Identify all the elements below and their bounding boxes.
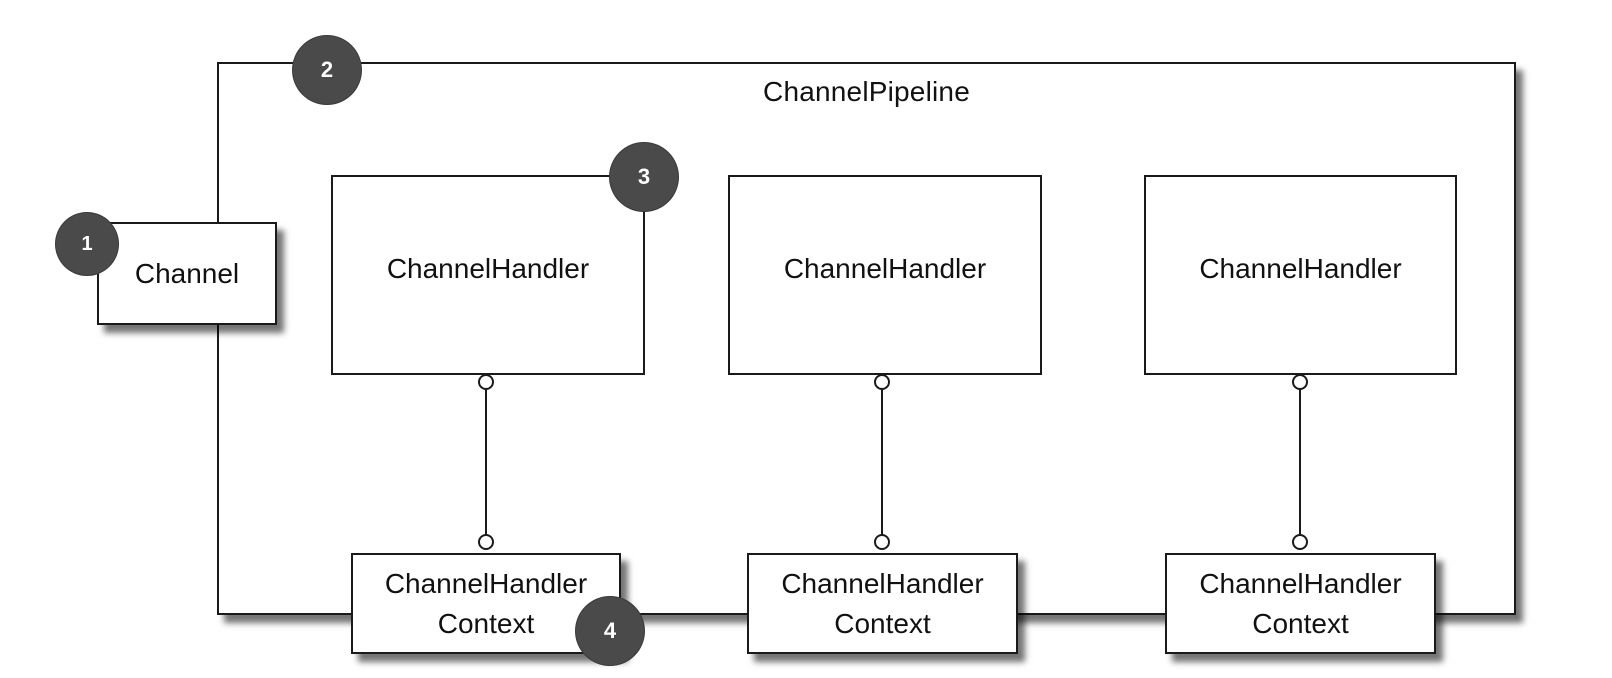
- channel-label: Channel: [134, 257, 240, 289]
- context-line2-3: Context: [1252, 607, 1349, 639]
- context-line1-3: ChannelHandler: [1199, 567, 1402, 599]
- badge-1-label: 1: [81, 232, 93, 255]
- context-line1-2: ChannelHandler: [781, 567, 984, 599]
- channel-box: Channel: [97, 222, 277, 325]
- badge-4-label: 4: [603, 618, 617, 643]
- channel-handler-label-3: ChannelHandler: [1199, 253, 1402, 284]
- channel-handler-box-3: ChannelHandler: [1144, 175, 1457, 375]
- channel-handler-box-2: ChannelHandler: [728, 175, 1042, 375]
- badge-2-label: 2: [320, 57, 334, 82]
- context-line1-1: ChannelHandler: [384, 567, 588, 599]
- badge-2: 2: [293, 36, 361, 104]
- context-line2-1: Context: [437, 607, 535, 639]
- channel-pipeline-label: ChannelPipeline: [763, 76, 970, 107]
- channel-handler-context-box-3: ChannelHandler Context: [1165, 553, 1436, 654]
- badge-1: 1: [56, 213, 118, 275]
- context-line2-2: Context: [834, 607, 931, 639]
- channel-handler-context-box-2: ChannelHandler Context: [747, 553, 1018, 654]
- badge-3-label: 3: [637, 164, 651, 189]
- channel-handler-label-1: ChannelHandler: [386, 253, 590, 284]
- channel-handler-label-2: ChannelHandler: [783, 253, 987, 284]
- badge-3: 3: [610, 143, 678, 211]
- badge-4: 4: [576, 597, 644, 665]
- channel-handler-box-1: ChannelHandler: [331, 175, 645, 375]
